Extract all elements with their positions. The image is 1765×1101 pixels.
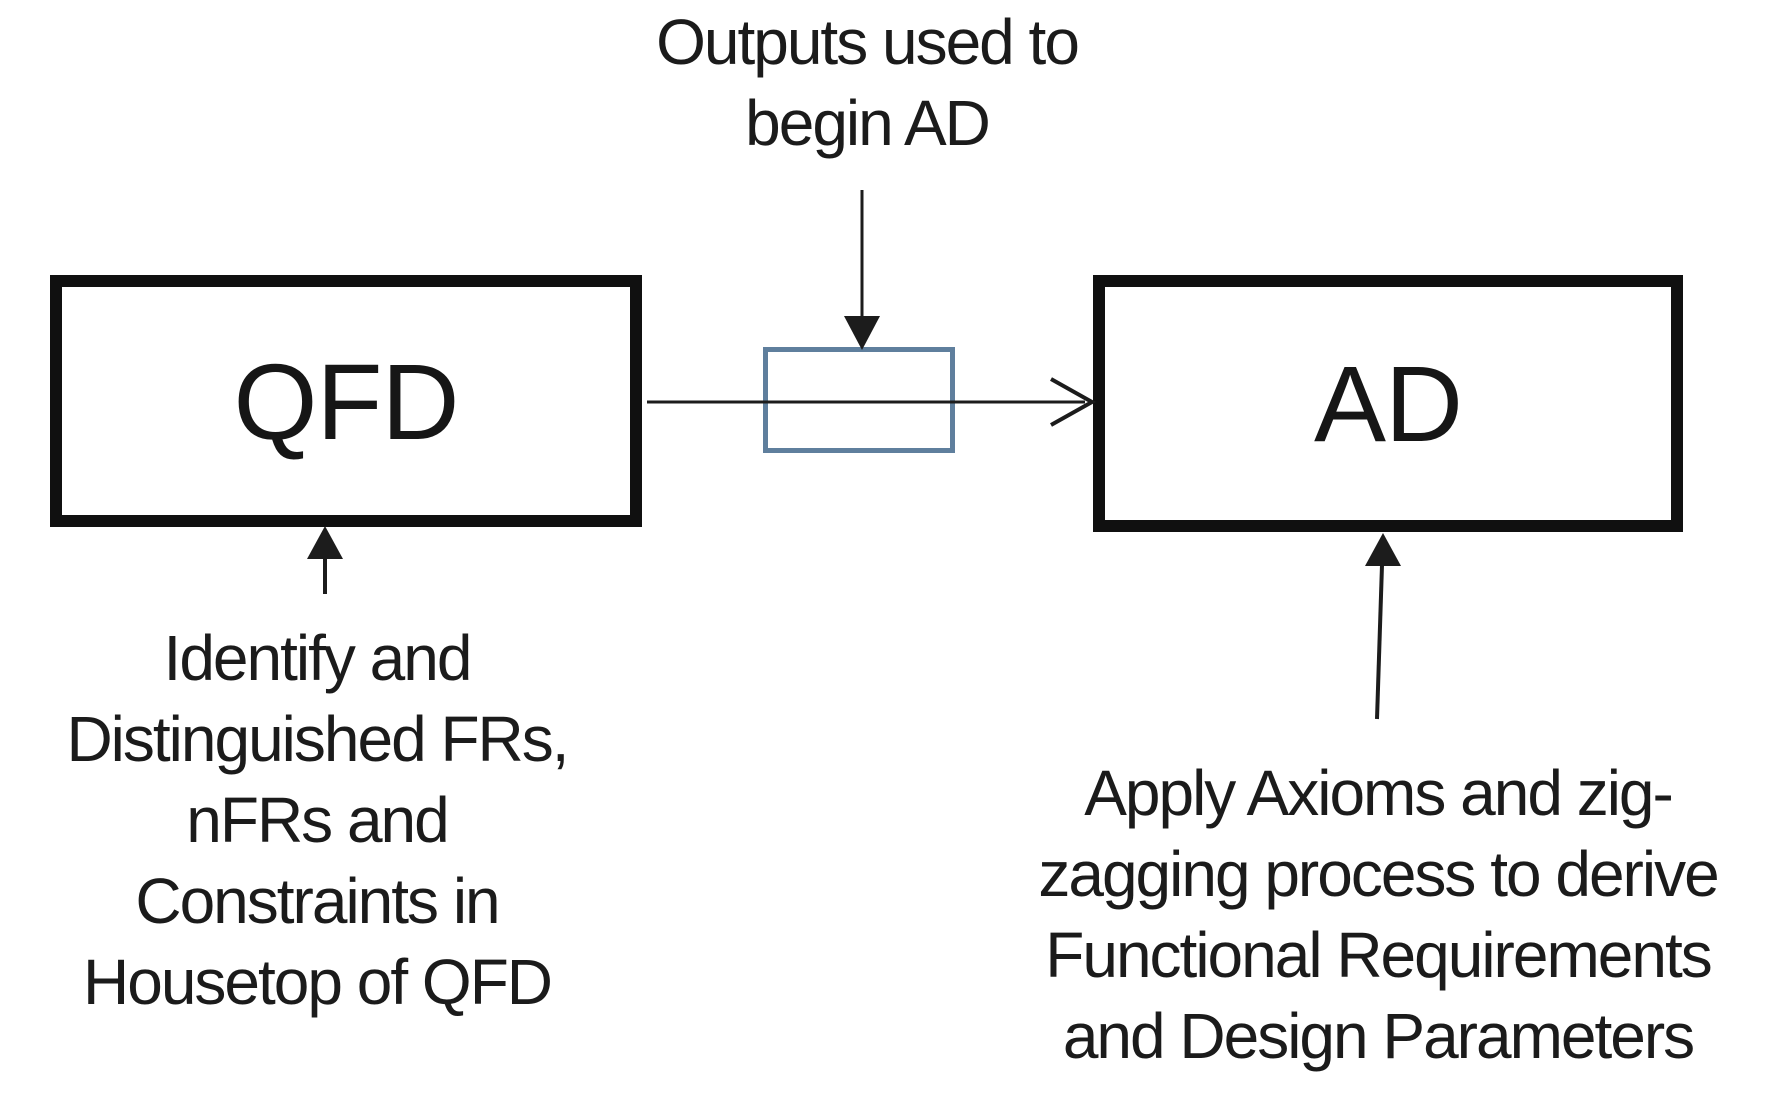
qfd-annotation-line-3: nFRs and <box>186 784 449 856</box>
ad-annotation: Apply Axioms and zig- zagging process to… <box>1028 753 1728 1077</box>
ad-annotation-line-2: zagging process to derive <box>1038 838 1719 910</box>
qfd-annotation-line-1: Identify and <box>163 622 473 694</box>
down-arrow-icon <box>844 190 880 350</box>
ad-annotation-line-3: Functional Requirements <box>1045 919 1712 991</box>
outputs-annotation: Outputs used to begin AD <box>567 2 1167 164</box>
ad-node: AD <box>1093 275 1683 532</box>
connector-box <box>763 347 955 453</box>
outputs-annotation-line-1: Outputs used to <box>656 6 1080 78</box>
ad-annotation-line-4: and Design Parameters <box>1062 1000 1695 1072</box>
qfd-node-label: QFD <box>233 340 460 462</box>
up-arrow-ad-icon <box>1365 533 1401 720</box>
ad-node-label: AD <box>1313 343 1463 464</box>
qfd-annotation-line-5: Housetop of QFD <box>83 946 553 1018</box>
outputs-annotation-line-2: begin AD <box>745 87 991 159</box>
qfd-annotation-line-4: Constraints in <box>135 865 500 937</box>
ad-annotation-line-1: Apply Axioms and zig- <box>1084 757 1674 829</box>
qfd-annotation-line-2: Distinguished FRs, <box>66 703 569 775</box>
up-arrow-qfd-icon <box>307 526 343 594</box>
qfd-node: QFD <box>50 275 642 527</box>
qfd-annotation: Identify and Distinguished FRs, nFRs and… <box>17 618 617 1023</box>
